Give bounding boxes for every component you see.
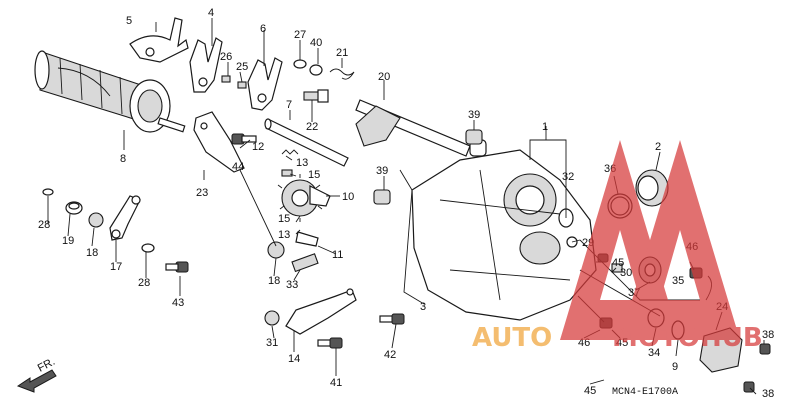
bolt-12 — [231, 133, 257, 145]
callout-9: 9 — [672, 361, 678, 373]
callout-15a: 15 — [308, 169, 320, 181]
spring-13-15 — [281, 149, 299, 177]
watermark-word-hub: HUB — [700, 323, 763, 353]
bolt-42 — [379, 313, 405, 325]
callout-45a: 45 — [612, 257, 624, 269]
pin-33 — [291, 253, 319, 273]
stopper-plate-23 — [193, 111, 245, 173]
spring-21 — [329, 68, 355, 80]
collar-39b — [373, 189, 391, 205]
collar-31 — [264, 310, 280, 326]
callout-45c: 45 — [584, 385, 596, 397]
callout-4: 4 — [208, 7, 214, 19]
callout-3: 3 — [420, 301, 426, 313]
shift-drum-part — [34, 50, 186, 133]
shift-spindle-20 — [355, 99, 487, 157]
watermark-logo: AUTO MOTO HUB — [472, 140, 763, 353]
callout-23: 23 — [196, 187, 208, 199]
callout-25: 25 — [236, 61, 248, 73]
watermark-word-moto: MOTO — [612, 323, 700, 353]
leader-lines — [47, 18, 765, 395]
callout-7: 7 — [286, 99, 292, 111]
collar-18b — [267, 241, 285, 259]
callout-22: 22 — [306, 121, 318, 133]
callout-42: 42 — [384, 349, 396, 361]
callout-27: 27 — [294, 29, 306, 41]
callout-35: 35 — [672, 275, 684, 287]
callout-2: 2 — [655, 141, 661, 153]
watermark-word-auto: AUTO — [472, 323, 552, 353]
shift-fork-5 — [129, 17, 189, 63]
plate-11 — [295, 231, 319, 247]
callout-38a: 38 — [762, 329, 774, 341]
bolt-41 — [317, 337, 343, 349]
bolt-43 — [165, 261, 189, 273]
callout-13b: 13 — [278, 229, 290, 241]
callout-39b: 39 — [376, 165, 388, 177]
callout-1: 1 — [542, 121, 548, 133]
callout-8: 8 — [120, 153, 126, 165]
callout-18b: 18 — [268, 275, 280, 287]
callout-17: 17 — [110, 261, 122, 273]
callout-20: 20 — [378, 71, 390, 83]
washer-28a — [42, 188, 54, 196]
collar-39a — [465, 129, 483, 145]
callout-30: 30 — [620, 267, 632, 279]
callout-14: 14 — [288, 353, 300, 365]
callout-28b: 28 — [138, 277, 150, 289]
callout-33: 33 — [286, 279, 298, 291]
callout-19: 19 — [62, 235, 74, 247]
callout-12: 12 — [252, 141, 264, 153]
shift-fork-6 — [247, 57, 283, 111]
diagram-code: MCN4-E1700A — [612, 387, 678, 398]
callout-15b: 15 — [278, 213, 290, 225]
callout-39a: 39 — [468, 109, 480, 121]
bolt-22 — [303, 89, 329, 103]
callout-5: 5 — [126, 15, 132, 27]
callout-18a: 18 — [86, 247, 98, 259]
callout-26: 26 — [220, 51, 232, 63]
callout-34: 34 — [648, 347, 660, 359]
callout-13a: 13 — [296, 157, 308, 169]
direction-label: FR. — [36, 356, 57, 375]
callout-32: 32 — [562, 171, 574, 183]
callout-41: 41 — [330, 377, 342, 389]
seal-27 — [293, 59, 307, 69]
bracket-14 — [285, 288, 357, 335]
callout-28a: 28 — [38, 219, 50, 231]
callout-21: 21 — [336, 47, 348, 59]
callout-40: 40 — [310, 37, 322, 49]
arm-17 — [109, 195, 141, 241]
callout-38b: 38 — [762, 388, 774, 400]
front-direction-indicator: FR. — [16, 356, 57, 393]
callout-numbers: 1 2 3 4 5 6 7 8 9 10 11 12 13 13 14 15 1… — [38, 7, 774, 400]
shift-fork-4 — [189, 37, 223, 93]
small-parts-25-26 — [221, 75, 247, 89]
washer-28b — [141, 243, 155, 253]
spring-19 — [65, 201, 83, 215]
shift-gear-part — [277, 174, 331, 222]
cap-2 — [635, 169, 669, 207]
fork-shaft-part — [264, 118, 349, 167]
seal-40 — [309, 64, 323, 76]
callout-10: 10 — [342, 191, 354, 203]
callout-6: 6 — [260, 23, 266, 35]
callout-43: 43 — [172, 297, 184, 309]
collar-18a — [88, 212, 104, 228]
callout-11: 11 — [332, 249, 343, 261]
callout-31: 31 — [266, 337, 278, 349]
callout-44: 44 — [232, 161, 244, 173]
watermark-triangle-right — [620, 140, 740, 340]
